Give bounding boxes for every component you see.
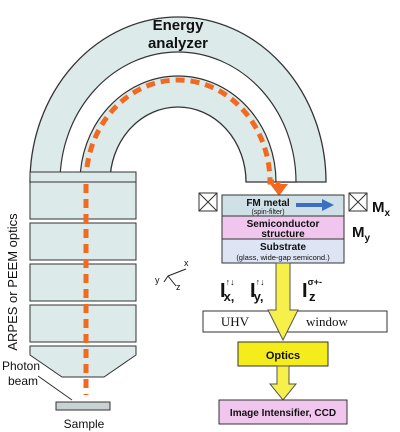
iz-superscript: σ+- — [308, 277, 322, 287]
analyzer-label-line2: analyzer — [148, 35, 208, 52]
substrate-title: Substrate — [260, 242, 307, 253]
iy-superscript: ↑↓ — [256, 277, 265, 287]
iy-subscript: y, — [254, 289, 264, 304]
intensity-iz: Iσ+- z — [302, 277, 322, 304]
electron-trajectory-arc — [83, 77, 274, 185]
objective-lens-cone — [29, 345, 137, 378]
sample-plate — [55, 401, 111, 411]
photon-beam-line — [37, 375, 73, 401]
fm-metal-sub: (spin-filter) — [251, 209, 284, 216]
magnet-coil-right-icon — [348, 192, 368, 212]
photon-beam-label-line2: beam — [8, 374, 38, 388]
iz-subscript: z — [309, 289, 316, 304]
uhv-label-right: window — [306, 314, 349, 329]
semiconductor-line2: structure — [261, 229, 305, 240]
spin-direction-arrow-head — [322, 199, 334, 211]
magnetization-my: My — [352, 224, 371, 244]
mx-symbol: M — [372, 199, 385, 216]
axis-x-label: x — [184, 258, 189, 268]
optics-lens-1 — [29, 181, 137, 220]
detector-label: Image Intensifier, CCD — [230, 408, 336, 419]
axis-y-label: y — [155, 275, 160, 285]
uhv-label-left: UHV — [221, 314, 250, 329]
light-arrow-lower — [268, 365, 298, 401]
my-subscript: y — [365, 233, 371, 244]
substrate-sub: (glass, wide-gap semicond.) — [236, 253, 330, 262]
optics-lens-4 — [29, 304, 137, 343]
fm-metal-title: FM metal — [246, 198, 290, 209]
optics-box — [237, 341, 329, 367]
optics-lens-3 — [29, 263, 137, 302]
iz-symbol: I — [302, 280, 308, 302]
optics-column-label: ARPES or PEEM optics — [5, 213, 20, 351]
iy-symbol: I — [250, 280, 256, 302]
sample-label: Sample — [64, 417, 105, 431]
axis-z-label: z — [176, 282, 181, 292]
magnetization-mx: Mx — [372, 199, 391, 219]
mx-subscript: x — [385, 208, 391, 219]
optics-box-label: Optics — [266, 350, 300, 362]
my-symbol: M — [352, 224, 365, 241]
coordinate-axes: x y z — [155, 258, 189, 292]
ix-superscript: ↑↓ — [226, 277, 235, 287]
ix-symbol: I — [220, 280, 226, 302]
magnet-coil-left-icon — [198, 192, 218, 212]
photon-beam-label-line1: Photon — [2, 359, 40, 373]
detector-box — [218, 399, 348, 425]
optics-lens-2 — [29, 222, 137, 261]
optics-column-top — [29, 171, 137, 183]
semiconductor-line1: Semiconductor — [247, 219, 320, 230]
analyzer-label-line1: Energy — [153, 17, 205, 34]
energy-analyzer-outer — [29, 16, 327, 183]
light-arrow-upper — [267, 262, 299, 342]
ix-subscript: x, — [224, 289, 235, 304]
energy-analyzer-inner-shell — [59, 51, 297, 183]
intensity-iy: I↑↓ y, — [250, 277, 265, 304]
trajectory-arrowhead — [270, 184, 288, 196]
intensity-ix: I↑↓ x, — [220, 277, 235, 304]
substrate-layer — [221, 238, 345, 264]
